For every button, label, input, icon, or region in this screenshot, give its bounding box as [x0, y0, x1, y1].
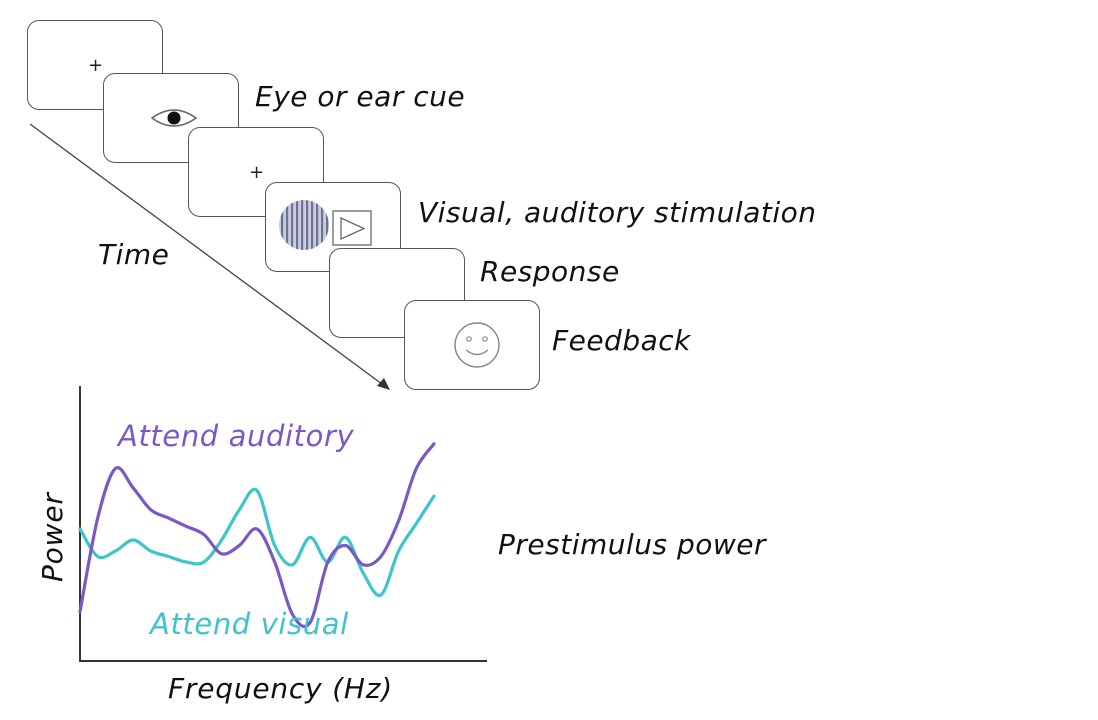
series-line-attend-visual	[78, 487, 436, 598]
cue-label: Eye or ear cue	[255, 80, 466, 113]
stimulation-label: Visual, auditory stimulation	[418, 196, 817, 229]
feedback-label: Feedback	[552, 324, 691, 357]
time-label: Time	[98, 238, 170, 271]
smiley-icon	[454, 322, 500, 368]
x-axis-label: Frequency (Hz)	[168, 672, 393, 705]
response-label: Response	[480, 255, 620, 288]
series-line-attend-auditory	[78, 442, 436, 628]
trial-frame-fixation-1: +	[27, 20, 163, 110]
trial-frame-feedback	[404, 300, 540, 390]
y-axis-label: Power	[36, 492, 69, 582]
series-label-auditory: Attend auditory	[116, 419, 354, 453]
prestimulus-power-label: Prestimulus power	[498, 528, 767, 561]
fixation-cross: +	[88, 55, 104, 76]
series-label-visual: Attend visual	[148, 607, 349, 641]
